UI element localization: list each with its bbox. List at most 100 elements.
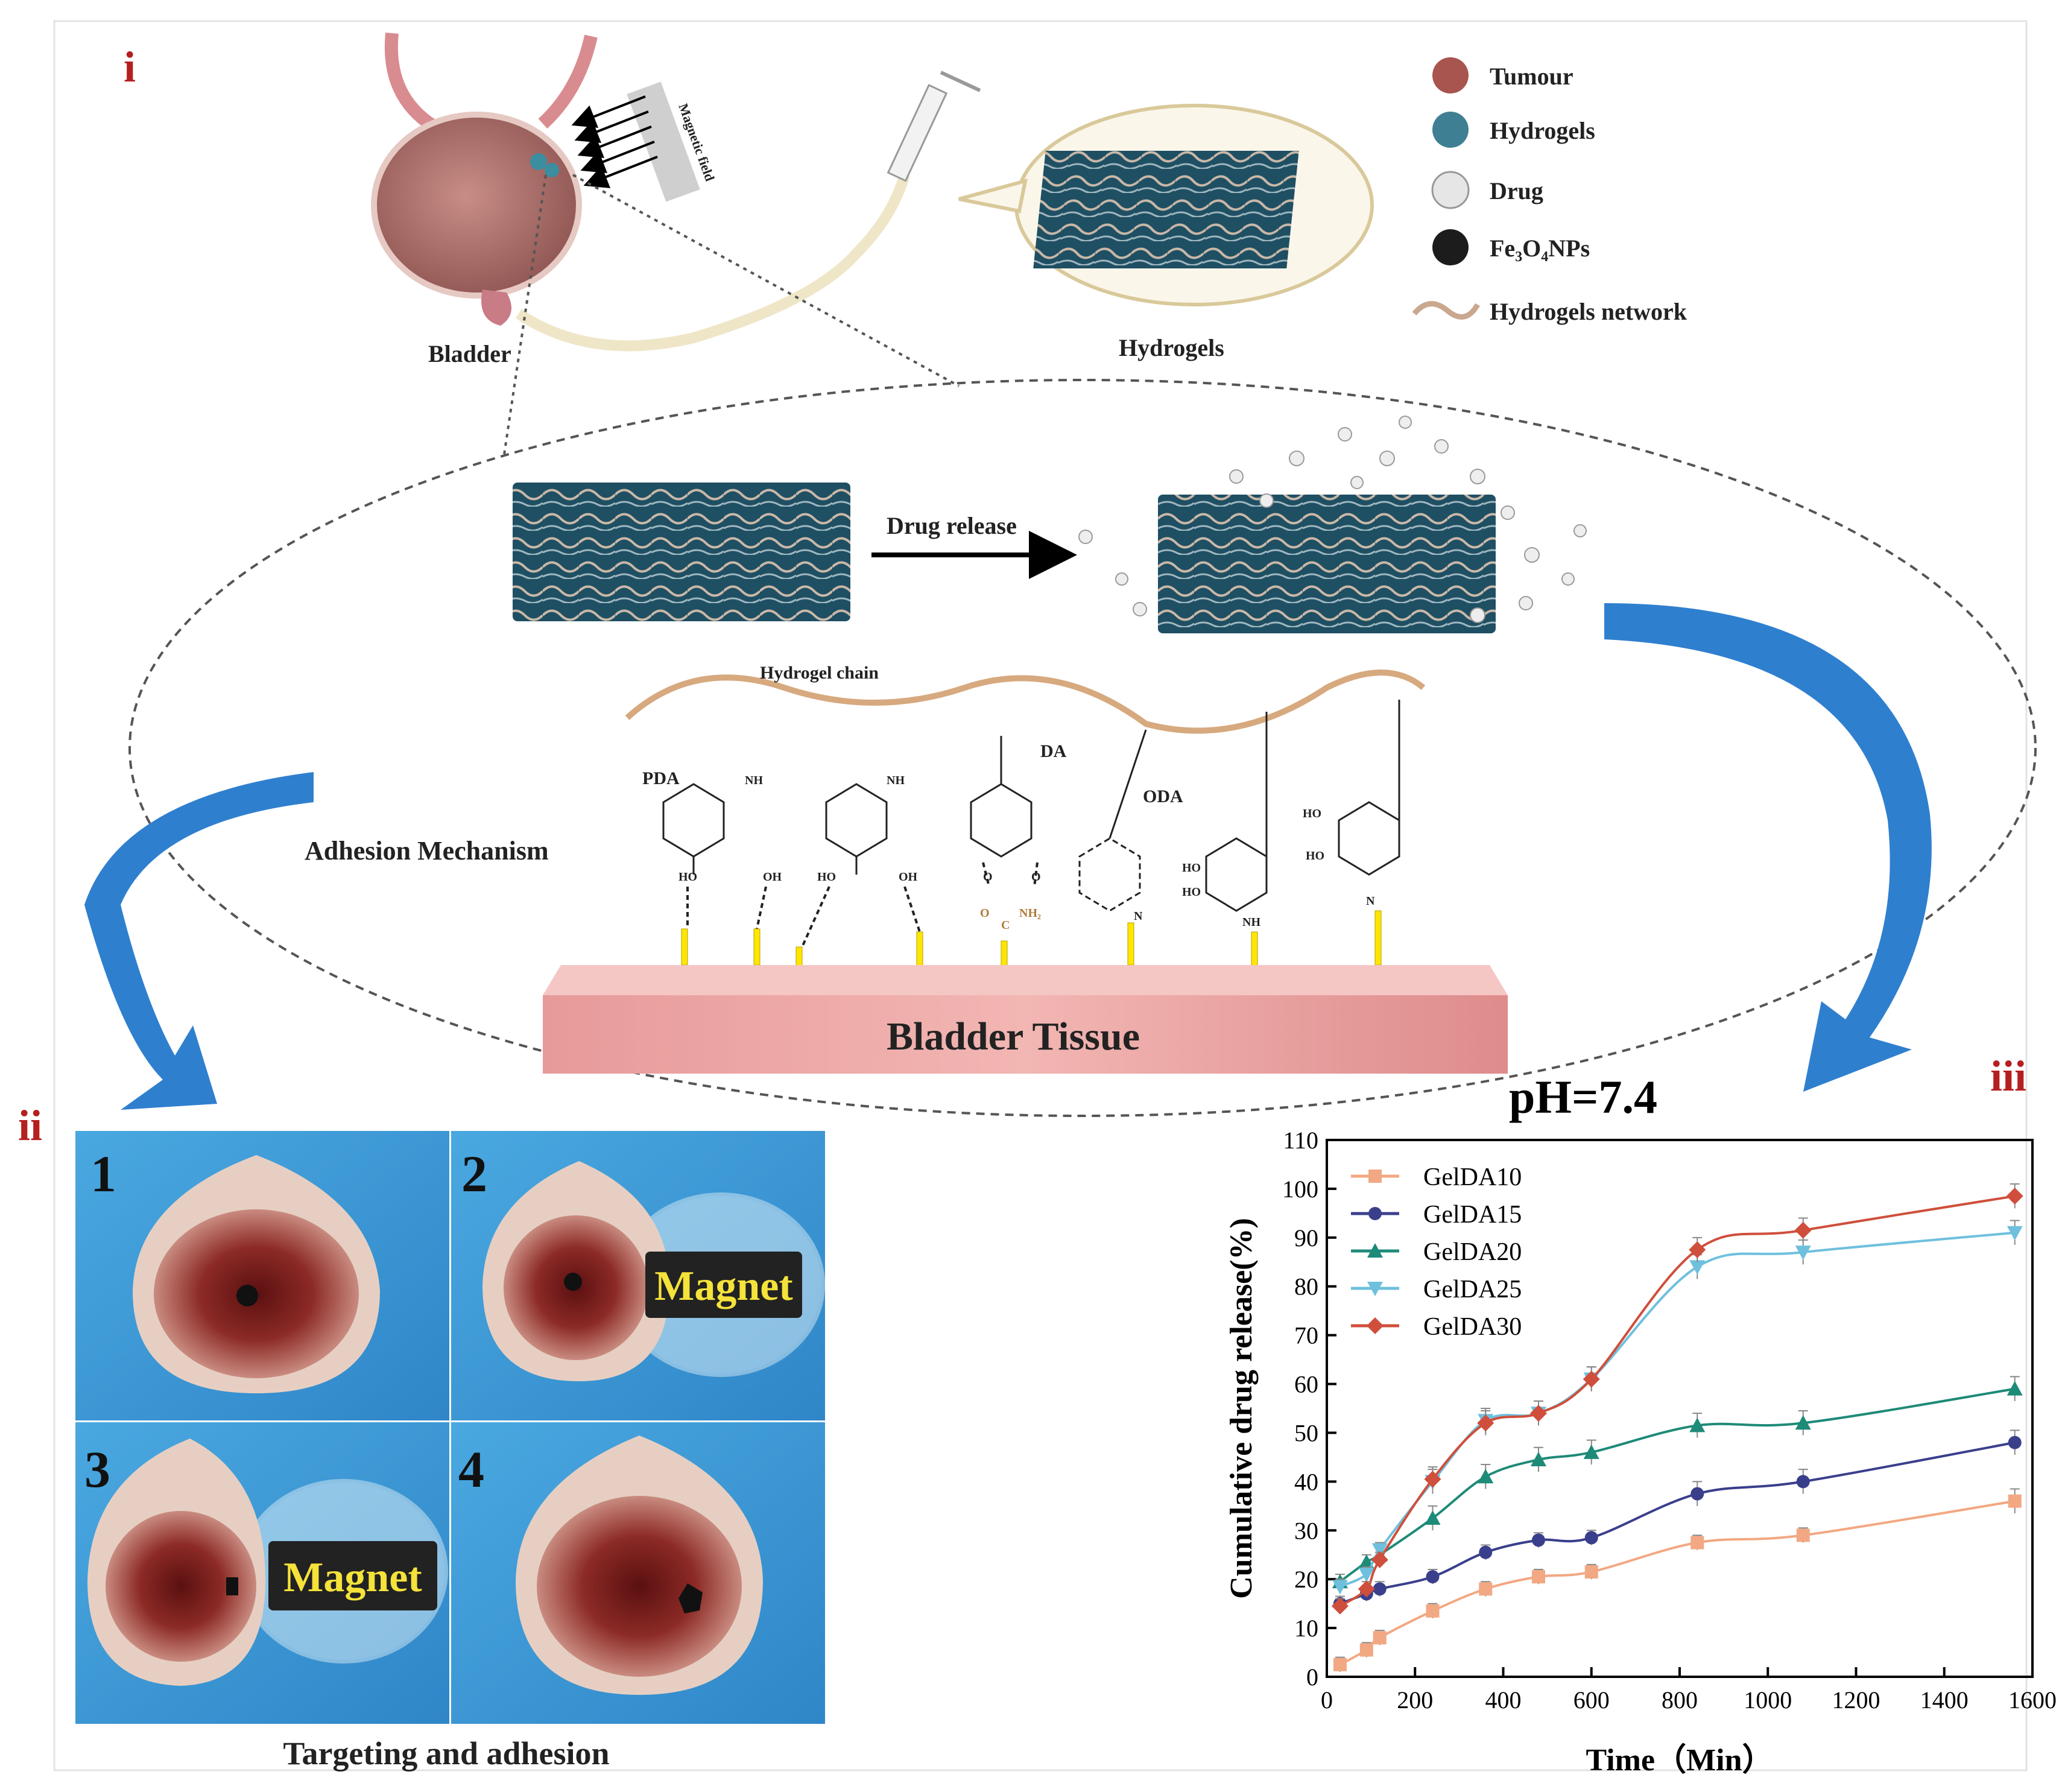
x-axis-label: Time（Min） (1586, 1743, 1773, 1778)
panel-label-i: i (124, 43, 136, 91)
y-tick-label: 70 (1294, 1322, 1318, 1349)
photo-number-4: 4 (458, 1440, 484, 1498)
data-point-gelda30 (1331, 1597, 1349, 1615)
legend-label-hydrogels: Hydrogels (1490, 117, 1595, 144)
data-point-gelda10 (1796, 1528, 1810, 1542)
data-point-gelda30 (1358, 1580, 1375, 1598)
y-tick-label: 50 (1294, 1419, 1318, 1446)
chem-label-ho-3: HO (1182, 861, 1201, 875)
y-tick-label: 90 (1294, 1224, 1318, 1252)
legend-label-gelda25: GelDA25 (1423, 1276, 1522, 1303)
data-point-gelda10 (2008, 1494, 2022, 1508)
legend-swatch-hydrogels (1432, 112, 1469, 148)
y-axis-label: Cumulative drug release(%) (1224, 1218, 1259, 1599)
data-point-gelda10 (1690, 1536, 1704, 1550)
x-tick-label: 400 (1485, 1686, 1522, 1714)
chem-label-n-2: N (1366, 894, 1375, 908)
chem-labels: PDA DA ODA NH NH OH OH HO HO HO HO HO HO… (642, 741, 1375, 932)
legend-label-fe3o4: Fe₃O₄NPs (1490, 235, 1590, 262)
photo-number-3: 3 (84, 1440, 110, 1498)
y-tick-label: 10 (1294, 1615, 1318, 1642)
data-point-gelda10 (1584, 1565, 1598, 1579)
data-point-gelda20 (1689, 1417, 1706, 1433)
x-tick-label: 800 (1662, 1686, 1698, 1714)
series-line-gelda10 (1339, 1499, 2016, 1666)
legend-label-network: Hydrogels network (1490, 298, 1687, 325)
chem-label-nh-3: NH (1242, 916, 1260, 929)
legend-label-drug: Drug (1490, 177, 1543, 204)
chem-label-n-1: N (1134, 910, 1143, 923)
data-point-gelda20 (1531, 1451, 1546, 1466)
magnet-label-photo-3: Magnet (283, 1554, 422, 1601)
chem-label-oda: ODA (1143, 787, 1183, 806)
bladder-illustration (371, 32, 598, 326)
data-point-gelda10 (1373, 1631, 1387, 1645)
data-point-gelda30 (1477, 1414, 1494, 1432)
data-point-gelda30 (1583, 1370, 1600, 1388)
chem-label-c: C (1001, 919, 1010, 932)
x-tick-label: 1400 (1920, 1686, 1969, 1714)
photo-numbers: 1 2 3 4 (84, 1145, 487, 1498)
data-point-gelda15 (1373, 1582, 1387, 1596)
data-point-gelda10 (1359, 1643, 1373, 1657)
legend-panel-i: Tumour Hydrogels Drug Fe₃O₄NPs Hydrogels… (1412, 57, 1687, 325)
chem-label-oh-2: OH (899, 870, 918, 884)
chart-title: pH=7.4 (1509, 1071, 1657, 1123)
data-point-gelda25 (1332, 1580, 1348, 1595)
data-point-gelda30 (2006, 1188, 2023, 1205)
data-point-gelda30 (1794, 1221, 1812, 1239)
data-point-gelda30 (1371, 1551, 1388, 1568)
chem-label-nh-2: NH (887, 774, 905, 787)
photo-grid (75, 1131, 825, 1724)
x-tick-label: 1200 (1832, 1686, 1880, 1714)
hydrogel-bubble (958, 104, 1374, 306)
zoom-line-right (572, 174, 960, 387)
hydrogels-label: Hydrogels (1119, 334, 1224, 361)
legend-label-gelda30: GelDA30 (1423, 1313, 1522, 1341)
data-point-gelda25 (1358, 1568, 1374, 1583)
bladder-tissue-label: Bladder Tissue (887, 1015, 1140, 1059)
chem-label-ho-6: HO (1306, 849, 1324, 863)
panel-label-ii: ii (18, 1101, 42, 1150)
legend-label-gelda15: GelDA15 (1423, 1201, 1522, 1229)
chem-label-ho-4: HO (1182, 885, 1201, 899)
legend-label-gelda10: GelDA10 (1423, 1164, 1522, 1191)
curved-arrow-right (1604, 603, 1932, 1092)
chem-label-o-3: O (980, 907, 990, 920)
bladder-label: Bladder (428, 340, 511, 367)
legend-label-gelda20: GelDA20 (1423, 1238, 1522, 1266)
data-point-gelda20 (1795, 1415, 1811, 1430)
chem-label-ho-5: HO (1303, 807, 1321, 820)
photo-number-1: 1 (90, 1145, 116, 1203)
y-tick-label: 110 (1283, 1127, 1318, 1154)
legend-swatch-network (1412, 301, 1480, 320)
photo-3 (87, 1439, 448, 1686)
photo-1 (133, 1155, 380, 1393)
magnet-label-photo-2: Magnet (654, 1263, 792, 1309)
data-point-gelda30 (1424, 1471, 1441, 1488)
data-point-gelda30 (1689, 1241, 1706, 1259)
series-line-gelda20 (1339, 1387, 2016, 1583)
photo-4 (516, 1436, 763, 1695)
hbond-lines (686, 862, 1039, 948)
legend-swatch-fe3o4 (1432, 229, 1469, 265)
figure-border (53, 20, 2028, 1771)
legend-marker-gelda20 (1367, 1243, 1383, 1258)
legend-swatch-tumour (1432, 57, 1469, 93)
x-tick-label: 600 (1573, 1686, 1610, 1714)
y-tick-label: 20 (1294, 1566, 1318, 1593)
legend-marker-gelda15 (1368, 1207, 1382, 1220)
chem-label-nh-1: NH (745, 774, 763, 787)
x-tick-label: 200 (1397, 1686, 1433, 1714)
legend-label-tumour: Tumour (1490, 63, 1573, 90)
x-tick-label: 1000 (1744, 1686, 1792, 1714)
chem-label-nh2: NH₂ (1019, 907, 1041, 920)
legend-marker-gelda10 (1368, 1170, 1382, 1183)
legend-swatch-drug (1431, 171, 1470, 209)
bladder-tissue-slab (543, 965, 1508, 1074)
y-tick-label: 40 (1294, 1468, 1318, 1495)
data-point-gelda15 (1796, 1475, 1810, 1489)
catheter-syringe (516, 71, 981, 352)
chem-label-ho-1: HO (678, 870, 697, 884)
